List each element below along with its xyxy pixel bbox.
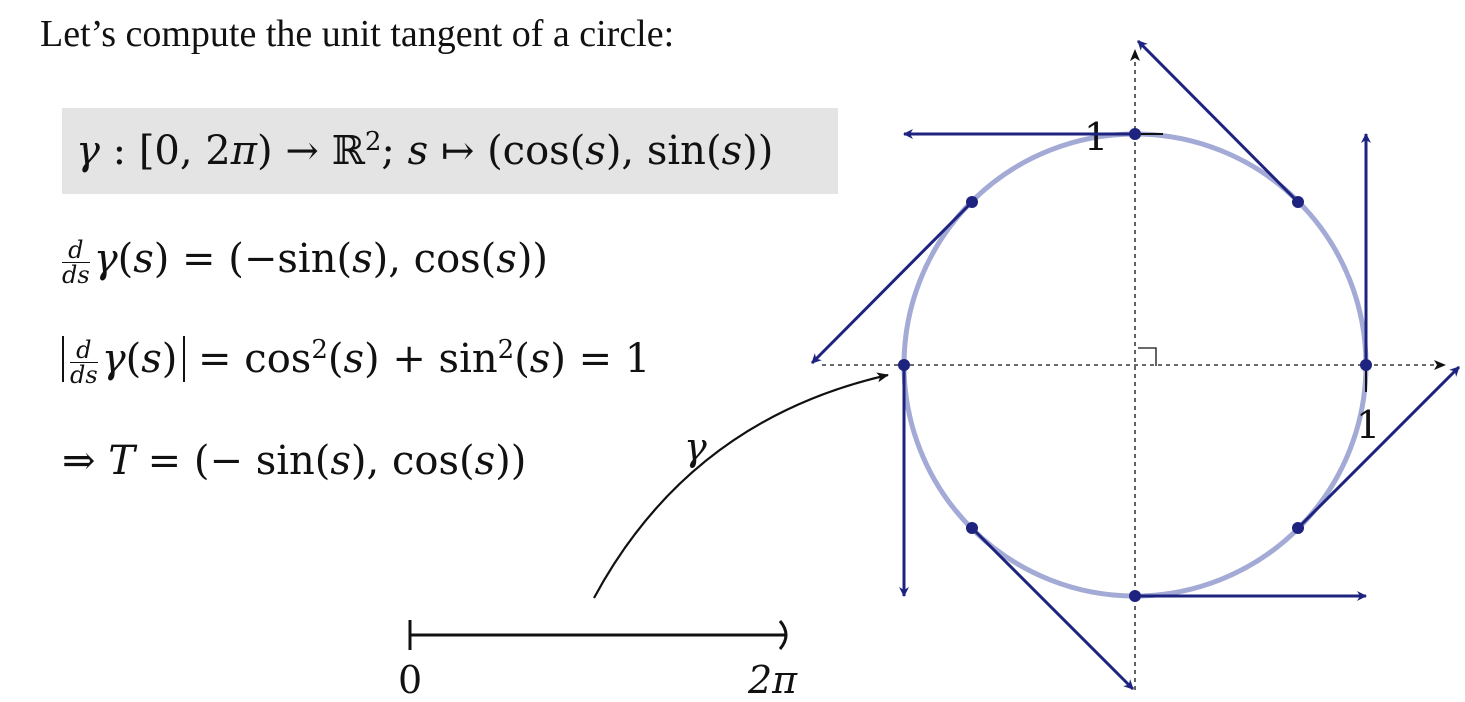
tangent-arrow (810, 200, 974, 365)
right-angle-mark (1138, 347, 1157, 366)
norm-equation: d ds γ(s) = cos2(s) + sin2(s) = 1 (62, 336, 650, 387)
circle-point (898, 359, 910, 371)
interval-open-end (778, 620, 788, 650)
x-tick-label: 1 (1356, 403, 1380, 447)
definition-box (62, 108, 838, 194)
interval-end-label: 2π (747, 658, 798, 702)
circle-point (1292, 196, 1304, 208)
tangent-arrow (1296, 365, 1461, 530)
derivative-equation: d ds γ(s) = (−sin(s), cos(s)) (62, 235, 549, 289)
circle-point (966, 522, 978, 534)
curve-definition: γ : [0, 2π) → ℝ2; s ↦ (cos(s), sin(s)) (76, 127, 774, 174)
y-tick-label: 1 (1084, 115, 1108, 159)
gamma-label: γ (684, 425, 707, 469)
circle-point (1129, 128, 1141, 140)
tangent-arrow (1136, 39, 1300, 204)
circle-point (1129, 590, 1141, 602)
gamma-map-arrow (593, 372, 889, 599)
tangent-result: ⇒ T = (− sin(s), cos(s)) (62, 438, 527, 484)
tangent-arrow (970, 526, 1135, 691)
interval-start-label: 0 (398, 658, 422, 702)
circle-point (1360, 359, 1372, 371)
circle-point (966, 196, 978, 208)
page-heading: Let’s compute the unit tangent of a circ… (40, 13, 675, 55)
circle-point (1292, 522, 1304, 534)
